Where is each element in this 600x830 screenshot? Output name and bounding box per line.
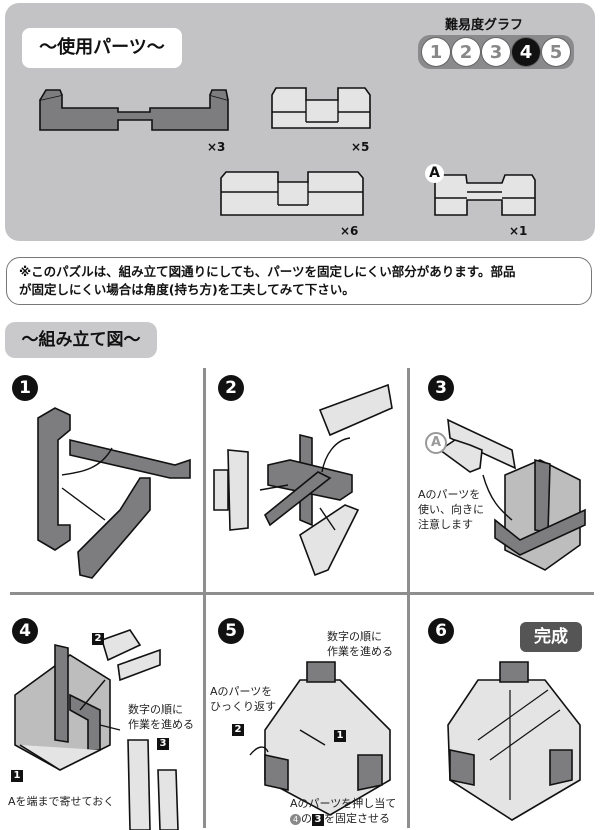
difficulty-level-4-active: 4: [512, 38, 540, 66]
square-tag-ref: 3: [312, 814, 324, 826]
piece-a-marker: A: [425, 164, 444, 183]
step4-end-caption: Aを端まで寄せておく: [8, 795, 115, 808]
note-line-2: が固定しにくい場合は角度(持ち方)を工夫してみて下さい。: [19, 282, 355, 297]
caption-line: 使い、向きに: [418, 503, 484, 516]
caption-line: 作業を進める: [128, 718, 194, 731]
part-count: ×3: [207, 140, 226, 154]
step-number: 4: [12, 618, 38, 644]
step4-drawing: [14, 629, 179, 830]
parts-title: 〜使用パーツ〜: [22, 28, 182, 68]
step5-flip-caption: Aのパーツを ひっくり返す: [210, 684, 276, 714]
order-tag-3: 3: [157, 738, 169, 750]
step2-drawing: [213, 383, 393, 577]
difficulty-label: 難易度グラフ: [445, 18, 524, 33]
step-number: 3: [428, 375, 454, 401]
difficulty-level-2: 2: [452, 38, 480, 66]
divider: [203, 368, 206, 828]
part-short-notch: [271, 87, 371, 129]
order-tag-1: 1: [11, 770, 23, 782]
step5-drawing: [249, 661, 391, 816]
caption-line: 注意します: [418, 518, 473, 531]
note-line-1: ※このパズルは、組み立て図通りにしても、パーツを固定しにくい部分があります。部品: [19, 264, 516, 279]
caption-text: を固定させる: [324, 812, 390, 825]
part-count: ×5: [351, 140, 370, 154]
order-tag-2: 2: [92, 633, 104, 645]
order-tag-2: 2: [232, 724, 244, 736]
step-number: 5: [218, 618, 244, 644]
complete-badge: 完成: [520, 622, 582, 652]
step6-drawing: [447, 661, 581, 821]
piece-a-marker: A: [425, 432, 447, 454]
circle-step-ref: 4: [290, 814, 301, 825]
part-a: [434, 174, 536, 216]
step-number: 6: [428, 618, 454, 644]
step3-caption: Aのパーツを 使い、向きに 注意します: [418, 487, 484, 532]
parts-illustrations: [39, 87, 536, 216]
difficulty-level-5: 5: [542, 38, 570, 66]
step5-order-caption: 数字の順に 作業を進める: [327, 629, 393, 659]
caption-line: 数字の順に: [327, 630, 382, 643]
difficulty-level-3: 3: [482, 38, 510, 66]
order-tag-1: 1: [334, 730, 346, 742]
assembly-title: 〜組み立て図〜: [5, 322, 157, 358]
step4-order-caption: 数字の順に 作業を進める: [128, 702, 194, 732]
assembly-illustrations: [14, 383, 586, 830]
part-count: ×6: [340, 224, 359, 238]
difficulty-level-1: 1: [422, 38, 450, 66]
caption-line: 数字の順に: [128, 703, 183, 716]
caption-line: 作業を進める: [327, 645, 393, 658]
part-long-notch: [220, 171, 364, 216]
part-long-dark: [39, 89, 229, 131]
caption-line: Aのパーツを: [418, 488, 481, 501]
caption-line: Aのパーツを: [210, 685, 273, 698]
step-number: 2: [218, 375, 244, 401]
divider: [407, 368, 410, 828]
warning-note: ※このパズルは、組み立て図通りにしても、パーツを固定しにくい部分があります。部品…: [6, 257, 592, 305]
difficulty-graph: 1 2 3 4 5: [418, 35, 574, 69]
caption-line: Aのパーツを押し当て: [290, 797, 397, 810]
caption-line: ひっくり返す: [210, 700, 276, 713]
caption-text: の: [301, 812, 312, 825]
step-number: 1: [12, 375, 38, 401]
part-count: ×1: [509, 224, 528, 238]
step1-drawing: [37, 407, 191, 579]
step3-drawing: [438, 418, 586, 571]
divider: [10, 592, 594, 595]
